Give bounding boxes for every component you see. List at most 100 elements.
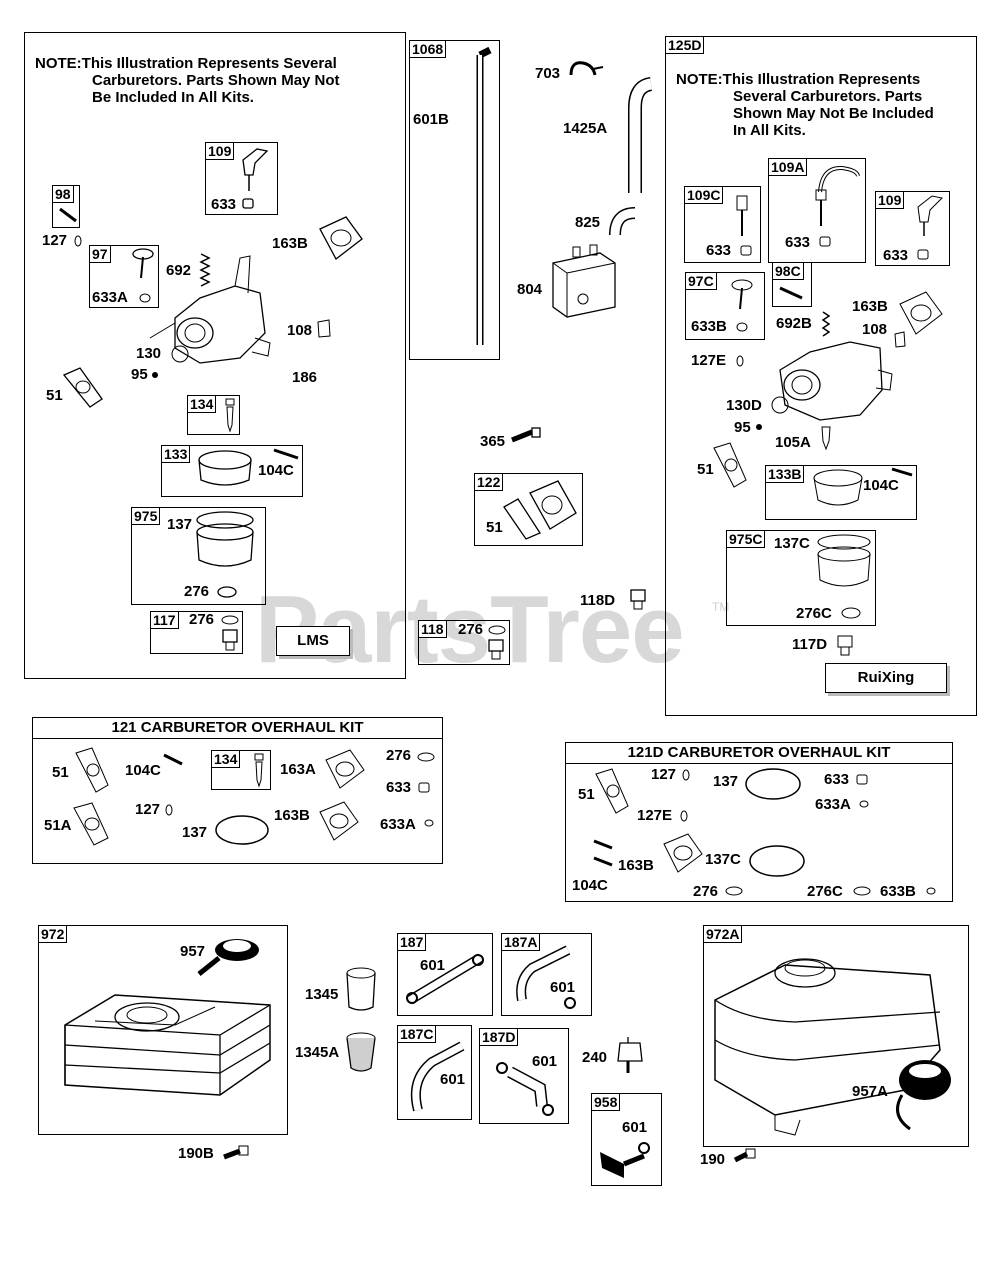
label-137-lms: 137 [167, 516, 193, 533]
box-972 [38, 925, 288, 1135]
label-633-109a: 633 [785, 234, 811, 251]
kit121d-gasket-51-icon [595, 768, 629, 814]
tag-133b[interactable]: 133B [765, 465, 805, 483]
seal-633b-icon [736, 322, 748, 332]
kit121-label-127: 127 [135, 801, 161, 818]
box-133b [765, 465, 917, 520]
box-118 [418, 620, 510, 665]
carburetor-body-rx-icon [779, 341, 893, 421]
tag-133[interactable]: 133 [161, 445, 191, 463]
strainer-1345a-icon [346, 1032, 376, 1072]
tag-187d[interactable]: 187D [479, 1028, 519, 1046]
kit121d-seal-633-icon [856, 774, 868, 785]
box-972a [703, 925, 969, 1147]
kit121-gasket-163b-icon [319, 801, 359, 841]
label-137c: 137C [774, 535, 810, 552]
label-118d: 118D [580, 592, 616, 609]
tag-187c[interactable]: 187C [397, 1025, 437, 1043]
tag-187[interactable]: 187 [397, 933, 427, 951]
label-957a: 957A [852, 1083, 888, 1100]
kit121d-gasket-163b-icon [663, 833, 703, 873]
tag-972[interactable]: 972 [38, 925, 68, 943]
kit121d-label-633a: 633A [815, 796, 851, 813]
tag-98[interactable]: 98 [52, 185, 74, 203]
bolt-190b-icon [223, 1145, 249, 1160]
bolt-365-icon [511, 427, 541, 443]
label-601b: 601B [413, 111, 449, 128]
tag-134-lms[interactable]: 134 [187, 395, 217, 413]
tag-97[interactable]: 97 [89, 245, 111, 263]
kit121d-label-163b: 163B [618, 857, 654, 874]
tag-109c[interactable]: 109C [684, 186, 724, 204]
label-104c-rx: 104C [863, 477, 899, 494]
seal-633-109a-icon [819, 236, 831, 247]
gasket-163b-rx-icon [899, 291, 943, 335]
tag-1068[interactable]: 1068 [409, 40, 447, 58]
tag-187a[interactable]: 187A [501, 933, 541, 951]
box-109a [768, 158, 866, 263]
spring-692-icon [199, 253, 211, 287]
bolt-117-icon [222, 629, 238, 651]
label-108-lms: 108 [287, 322, 313, 339]
fuel-line-187c-icon [410, 1041, 465, 1112]
label-1345: 1345 [305, 986, 339, 1003]
tag-975c[interactable]: 975C [726, 530, 766, 548]
tag-975[interactable]: 975 [131, 507, 161, 525]
label-127e-rx: 127E [691, 352, 727, 369]
label-130d: 130D [726, 397, 762, 414]
brand-lms: LMS [276, 626, 350, 656]
label-51-rx: 51 [697, 461, 714, 478]
ruixing-note-line4: In All Kits. [733, 122, 806, 139]
box-117 [150, 611, 243, 654]
label-1425a: 1425A [563, 120, 608, 137]
tag-98c[interactable]: 98C [772, 262, 804, 280]
label-957: 957 [180, 943, 206, 960]
tag-97c[interactable]: 97C [685, 272, 717, 290]
plate-130d-icon [771, 396, 789, 414]
seal-633a-icon [139, 293, 151, 303]
label-95-rx: 95 [734, 419, 751, 436]
tag-972a[interactable]: 972A [703, 925, 743, 943]
tag-122[interactable]: 122 [474, 473, 504, 491]
label-51-122: 51 [486, 519, 503, 536]
primer-109a-icon [815, 165, 860, 226]
box-975c [726, 530, 876, 626]
tag-109a[interactable]: 109A [768, 158, 808, 176]
ruixing-note-line2: Several Carburetors. Parts [733, 88, 923, 105]
fuel-line-187a-icon [516, 945, 571, 1001]
fuel-line-601b-icon [476, 46, 492, 345]
fuel-line-187d-icon [496, 1062, 554, 1116]
kit121-tag-134[interactable]: 134 [211, 750, 241, 768]
tag-117[interactable]: 117 [150, 611, 179, 629]
washer-276c-icon [488, 625, 506, 635]
kit121d-washer-127-icon [682, 769, 690, 781]
box-109 [205, 142, 278, 215]
washer-276c-rx-icon [841, 607, 861, 619]
label-190b: 190B [178, 1145, 214, 1162]
kit121d-label-104c: 104C [572, 877, 608, 894]
ruixing-note-line3: Shown May Not Be Included [733, 105, 934, 122]
label-601-958: 601 [622, 1119, 648, 1136]
washer-108-rx-icon [894, 331, 906, 348]
label-601-187d: 601 [532, 1053, 558, 1070]
kit121-label-137: 137 [182, 824, 208, 841]
box-109-rx [875, 191, 950, 266]
screw-98-icon [59, 207, 77, 223]
kit121d-label-633: 633 [824, 771, 850, 788]
tag-958[interactable]: 958 [591, 1093, 621, 1111]
kit121d-label-51: 51 [578, 786, 595, 803]
kit121d-label-633b: 633B [880, 883, 916, 900]
tag-118[interactable]: 118 [418, 620, 447, 638]
label-692b: 692B [776, 315, 812, 332]
kit121-seal-633-icon [418, 782, 430, 793]
lms-note-line3: Be Included In All Kits. [92, 89, 254, 106]
tag-109-rx[interactable]: 109 [875, 191, 905, 209]
tag-109[interactable]: 109 [205, 142, 235, 160]
label-163b-lms: 163B [272, 235, 308, 252]
clamp-703-icon [569, 61, 604, 76]
primer-109c-icon [736, 195, 748, 236]
tag-125d[interactable]: 125D [665, 36, 705, 54]
bolt-118d-icon [630, 589, 646, 610]
label-692: 692 [166, 262, 192, 279]
label-105a: 105A [775, 434, 811, 451]
